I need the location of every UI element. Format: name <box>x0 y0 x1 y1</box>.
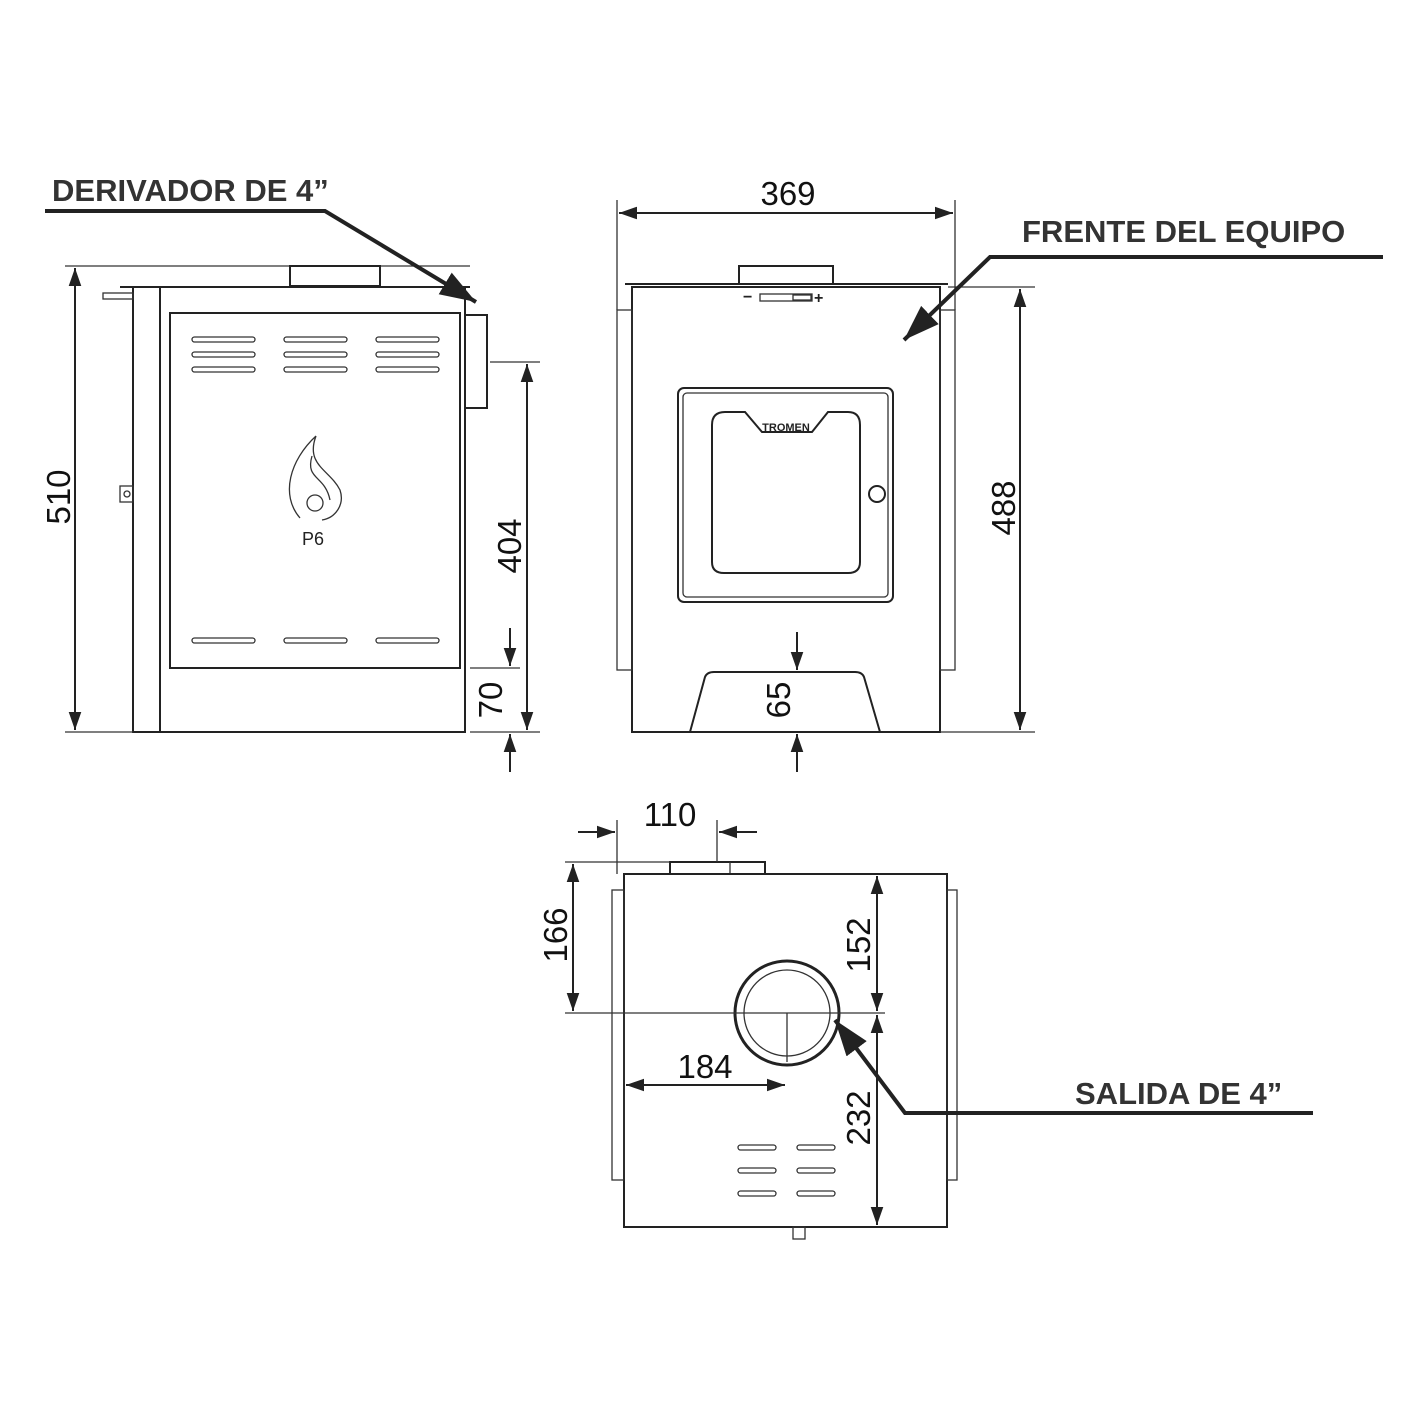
stove-door <box>677 387 894 603</box>
top-vents <box>737 1144 836 1197</box>
side-vents <box>191 336 440 644</box>
dim-top-front-to-center: 152 <box>840 917 877 972</box>
door-knob <box>868 485 886 503</box>
top-view: 110 166 152 232 184 SALIDA DE 4” <box>537 796 1313 1240</box>
label-frente: FRENTE DEL EQUIPO <box>1022 214 1345 249</box>
dim-front-base: 65 <box>760 682 797 719</box>
dim-top-collar-to-center: 166 <box>537 907 574 962</box>
side-knob <box>119 485 134 503</box>
side-view: P6 510 404 70 DERIVADOR DE 4” <box>40 173 540 772</box>
door-window <box>711 411 861 574</box>
dim-top-side-to-center: 184 <box>677 1048 732 1085</box>
label-salida: SALIDA DE 4” <box>1075 1076 1282 1111</box>
dim-top-center-to-back: 232 <box>840 1090 877 1145</box>
dim-front-height: 488 <box>985 480 1022 535</box>
dim-side-base: 70 <box>472 682 509 719</box>
label-derivador: DERIVADOR DE 4” <box>52 173 329 208</box>
p6-flame-emblem: P6 <box>288 435 342 549</box>
dim-top-collar-width: 110 <box>644 796 697 833</box>
dim-side-height: 510 <box>40 469 77 524</box>
front-view: − + TROMEN 369 488 65 FRENTE DEL EQUIPO <box>616 175 1383 772</box>
svg-text:−: − <box>743 289 752 306</box>
svg-text:P6: P6 <box>302 529 324 549</box>
svg-text:+: + <box>814 290 823 307</box>
dim-front-width: 369 <box>760 175 815 212</box>
brand-logo: TROMEN <box>762 422 810 434</box>
power-control: − + <box>743 289 823 307</box>
dim-side-upper: 404 <box>491 518 528 573</box>
